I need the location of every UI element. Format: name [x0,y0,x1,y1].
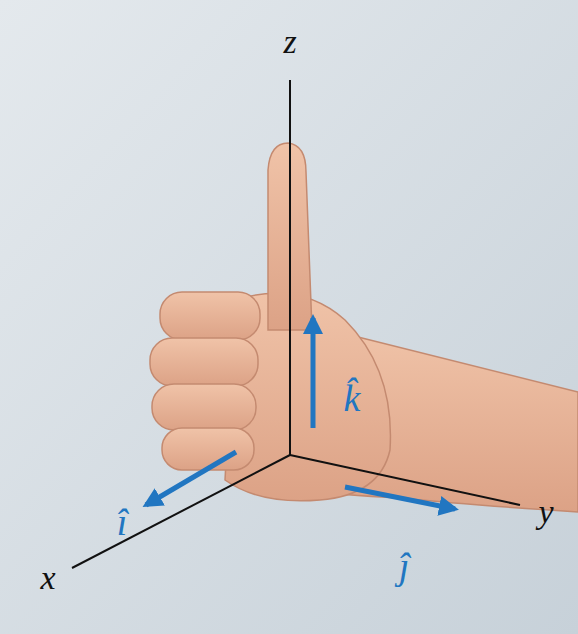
z-axis [289,80,291,455]
k-arrow [311,318,316,428]
finger [160,292,260,340]
finger [162,428,254,470]
finger [150,338,258,386]
i-arrow [146,452,236,505]
axis-label: x [40,561,55,595]
axis-label: z [283,25,296,59]
finger [152,384,256,430]
unit-vector-label: k̂ [344,379,361,417]
j-arrow [345,487,455,509]
axes [72,80,520,568]
unit-vector-label: ĵ [399,547,410,585]
axis-label: y [538,495,553,529]
unit-vector-label: î [117,503,128,541]
x-axis [72,455,290,568]
unit-vectors [146,318,455,509]
hand [150,143,578,512]
